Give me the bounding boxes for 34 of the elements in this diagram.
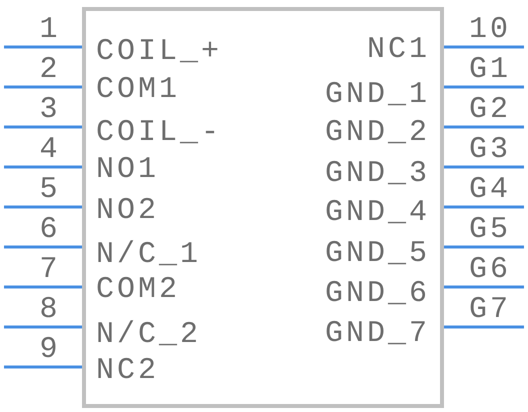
pin-number: 2 bbox=[40, 55, 61, 85]
pin-number: 8 bbox=[40, 295, 61, 325]
pin-label: COM2 bbox=[96, 275, 180, 305]
pin-number: 7 bbox=[40, 255, 61, 285]
pin-number: 6 bbox=[40, 215, 61, 245]
pin-label: NO1 bbox=[96, 155, 160, 185]
pin-number: G1 bbox=[469, 55, 512, 85]
pin-number: 5 bbox=[40, 175, 61, 205]
pin-number: G5 bbox=[469, 215, 512, 245]
pin-label: GND_5 bbox=[325, 239, 430, 269]
pin-number: 1 bbox=[40, 15, 61, 45]
pin-label: NO2 bbox=[96, 196, 160, 226]
pin-label: GND_6 bbox=[325, 279, 430, 309]
pin-label: NC2 bbox=[96, 356, 160, 386]
pin-label: COIL_+ bbox=[96, 37, 222, 67]
pin-label: GND_2 bbox=[325, 118, 430, 148]
pin-number: G6 bbox=[469, 255, 512, 285]
pin-label: GND_3 bbox=[325, 159, 430, 189]
pin-label: COM1 bbox=[96, 75, 180, 105]
pin-number: G4 bbox=[469, 175, 512, 205]
pin-label: GND_4 bbox=[325, 198, 430, 228]
pin-number: 4 bbox=[40, 135, 61, 165]
pin-number: 10 bbox=[469, 15, 512, 45]
pin-label: GND_1 bbox=[325, 80, 430, 110]
pin-label: N/C_1 bbox=[96, 240, 202, 270]
pin-number: 3 bbox=[40, 95, 61, 125]
pin-label: N/C_2 bbox=[96, 320, 202, 350]
pin-number: G7 bbox=[469, 295, 512, 325]
pin-number: G3 bbox=[469, 135, 512, 165]
pin-label: COIL_- bbox=[96, 118, 222, 148]
pin-label: GND_7 bbox=[325, 319, 430, 349]
pin-number: 9 bbox=[40, 335, 61, 365]
pin-number: G2 bbox=[469, 95, 512, 125]
pin-label: NC1 bbox=[367, 35, 430, 65]
